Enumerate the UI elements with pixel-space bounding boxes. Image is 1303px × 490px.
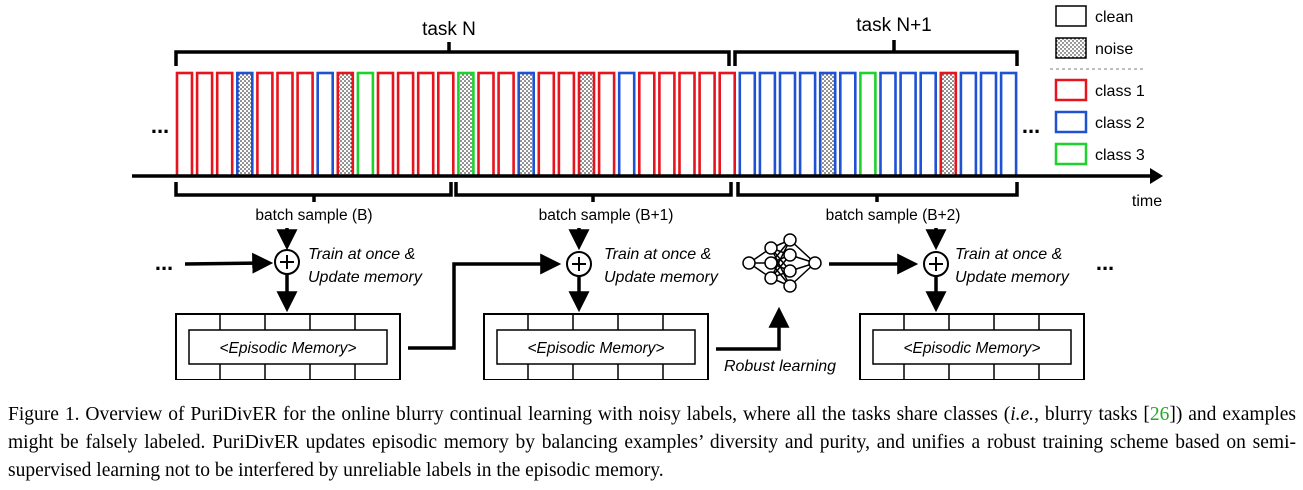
legend-label-clean: clean: [1095, 9, 1133, 26]
stream-sample-box: [396, 71, 415, 178]
memory-label-2: <Episodic Memory>: [528, 340, 665, 357]
stream-sample-box: [899, 71, 917, 178]
stream-sample-box: [236, 71, 254, 178]
stream-sample-box: [175, 71, 194, 178]
legend-swatch-noise: [1055, 37, 1087, 59]
train-label-2-line1: Train at once &: [604, 246, 711, 263]
stream-sample-box: [436, 71, 455, 178]
stream-sample-box: [477, 71, 495, 178]
caption-part-2: , blurry tasks [: [1034, 404, 1150, 425]
legend-label-class-3: class 3: [1095, 147, 1145, 164]
stream-sample-box: [457, 71, 475, 178]
train-label-3-line2: Update memory: [955, 269, 1070, 286]
train-label-3-line1: Train at once &: [955, 246, 1062, 263]
memory-label-3: <Episodic Memory>: [904, 340, 1041, 357]
stream-sample-box: [939, 71, 958, 178]
legend-label-noise: noise: [1095, 41, 1133, 58]
stream-sample-box: [919, 71, 938, 178]
batch-brace-b1: [454, 182, 733, 202]
robust-learning-arrow: [716, 306, 790, 351]
stream-sample-box: [215, 71, 234, 178]
task-label-n-plus-1: task N+1: [856, 15, 932, 36]
stream-sample-box: [778, 71, 797, 178]
batch-brace-b: [174, 182, 453, 202]
stream-sample-box: [537, 71, 556, 178]
stream-sample-box: [758, 71, 777, 178]
train-label-1-line1: Train at once &: [308, 246, 415, 263]
stream-sample-box: [959, 71, 978, 178]
stream-sample-box: [517, 71, 536, 178]
episodic-memory-2: <Episodic Memory>: [483, 313, 709, 380]
batch-label-b1: batch sample (B+1): [539, 207, 674, 224]
stream-sample-box: [316, 71, 335, 178]
batch-label-b2: batch sample (B+2): [826, 207, 961, 224]
stream-sample-box: [859, 71, 877, 178]
stream-ellipsis-left: ...: [151, 113, 169, 138]
overview-diagram: task N task N+1 ... ... time batch sampl…: [132, 5, 1163, 380]
stream-sample-box: [577, 71, 596, 178]
stream-sample-box: [879, 71, 897, 178]
ellipsis-left-flow: ...: [155, 250, 173, 275]
legend: clean noise class 1 class 2 class 3: [1050, 5, 1145, 166]
stream-sample-box: [557, 71, 576, 178]
input-arrow-1: [184, 252, 274, 274]
plus-icon-2: [572, 257, 586, 271]
stream-sample-box: [999, 71, 1018, 178]
legend-swatch-class-1: [1054, 78, 1088, 102]
stream-sample-box: [256, 71, 274, 178]
stream-sample-box: [597, 71, 616, 178]
episodic-memory-3: <Episodic Memory>: [859, 313, 1085, 380]
stream-sample-box: [698, 71, 716, 178]
stream-sample-box: [637, 71, 656, 178]
task-label-n: task N: [422, 19, 476, 40]
stream-sample-box: [738, 71, 757, 178]
batch-label-b: batch sample (B): [255, 207, 372, 224]
stream-sample-box: [416, 71, 435, 178]
legend-swatch-class-2: [1054, 110, 1088, 134]
sample-stream: [175, 71, 1018, 178]
caption-part-1: Figure 1. Overview of PuriDivER for the …: [8, 404, 1011, 425]
stream-sample-box: [276, 71, 294, 178]
stream-sample-box: [497, 71, 515, 178]
task-n-brace: [174, 42, 731, 66]
legend-swatch-clean: [1055, 5, 1087, 27]
task-n-plus-1-brace: [733, 40, 1019, 66]
stream-sample-box: [336, 71, 355, 178]
legend-label-class-2: class 2: [1095, 115, 1145, 132]
plus-icon-1: [280, 255, 294, 269]
stream-ellipsis-right: ...: [1022, 113, 1040, 138]
train-label-2-line2: Update memory: [604, 269, 719, 286]
caption-ie: i.e.: [1010, 404, 1035, 425]
neural-network-icon: [742, 233, 822, 293]
train-label-1-line2: Update memory: [308, 269, 423, 286]
stream-sample-box: [798, 71, 817, 178]
batch-brace-b2: [736, 182, 1019, 202]
stream-sample-box: [356, 71, 375, 178]
stream-sample-box: [376, 71, 395, 178]
episodic-memory-1: <Episodic Memory>: [175, 313, 401, 380]
legend-label-class-1: class 1: [1095, 83, 1145, 100]
stream-sample-box: [658, 71, 676, 178]
caption-part-3: ]) and examples might be falsely labeled…: [8, 404, 1296, 481]
robust-learning-label: Robust learning: [724, 358, 836, 375]
stream-sample-box: [718, 71, 737, 178]
memory-to-next-arrow: [408, 253, 562, 350]
stream-sample-box: [617, 71, 636, 178]
memory-label-1: <Episodic Memory>: [220, 340, 357, 357]
caption-citation[interactable]: 26: [1149, 404, 1170, 425]
stream-sample-box: [818, 71, 837, 178]
stream-sample-box: [678, 71, 696, 178]
time-label: time: [1132, 193, 1162, 210]
stream-sample-box: [195, 71, 214, 178]
stream-sample-box: [838, 71, 857, 178]
stream-sample-box: [296, 71, 314, 178]
plus-icon-3: [929, 257, 943, 271]
figure-caption: Figure 1. Overview of PuriDivER for the …: [8, 401, 1296, 485]
time-axis-arrowhead: [1150, 168, 1163, 184]
legend-swatch-class-3: [1054, 142, 1088, 166]
ellipsis-right-flow: ...: [1096, 250, 1114, 275]
stream-sample-box: [979, 71, 998, 178]
